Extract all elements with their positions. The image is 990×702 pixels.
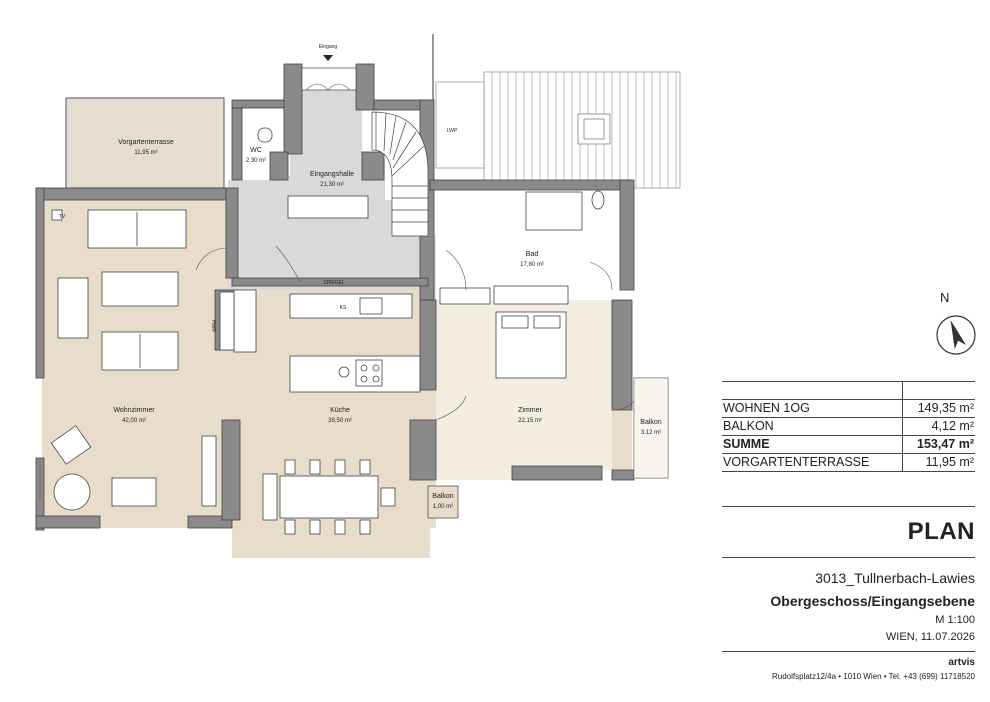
place-date: WIEN, 11.07.2026 — [885, 631, 975, 643]
area-row: VORGARTENTERRASSE 11,95 m² — [722, 454, 975, 472]
room-name-balkon-sued: Balkon — [432, 493, 454, 500]
bath-vanity — [493, 285, 569, 305]
company-address: Rudolfsplatz12/4a • 1010 Wien • Tel. +43… — [772, 672, 975, 681]
coffee-table — [101, 271, 179, 307]
divider — [722, 506, 975, 507]
area-table-header — [722, 381, 975, 400]
armchair-left — [57, 277, 89, 339]
room-area-eingangshalle: 21,30 m² — [320, 182, 344, 188]
room-name-kueche: Küche — [330, 407, 350, 414]
room-area-balkon-sued: 1,00 m² — [433, 504, 453, 510]
area-row: WOHNEN 1OG 149,35 m² — [722, 400, 975, 418]
north-label: N — [940, 290, 950, 305]
area-row-value: 149,35 m² — [902, 400, 975, 417]
room-area-kueche: 39,50 m² — [328, 418, 352, 424]
storage-units — [233, 289, 257, 353]
balcony-east — [633, 377, 669, 479]
shower — [525, 191, 583, 231]
project-name: 3013_Tullnerbach-Lawies — [815, 570, 975, 586]
level-name: Obergeschoss/Eingangsebene — [770, 593, 975, 609]
room-name-wc: WC — [250, 147, 262, 154]
area-row-value: 11,95 m² — [902, 454, 975, 471]
vorgartenterrasse-area — [65, 97, 225, 189]
room-area-bad: 17,80 m² — [520, 262, 544, 268]
area-row-label: BALKON — [723, 419, 774, 433]
floor-plan: Eingang — [35, 34, 681, 558]
area-row-value: 4,12 m² — [902, 418, 975, 435]
scale-label: M 1:100 — [935, 614, 975, 626]
bathtub — [439, 287, 491, 305]
room-name-wohnzimmer: Wohnzimmer — [113, 407, 155, 414]
divider — [722, 557, 975, 558]
dining-table — [279, 475, 379, 519]
area-row-label: VORGARTENTERRASSE — [723, 455, 870, 469]
area-row-label: SUMME — [723, 437, 770, 451]
plan-title: PLAN — [907, 518, 975, 545]
walls — [35, 63, 635, 531]
area-row-value: 153,47 m² — [902, 436, 975, 453]
company-name: artvis — [948, 657, 975, 668]
room-labels: Vorgartenterrasse 11,95 m² WC 2,30 m² Ei… — [113, 139, 661, 510]
room-name-balkon-ost: Balkon — [640, 419, 662, 426]
room-area-vorgartenterrasse: 11,95 m² — [134, 150, 157, 156]
furniture — [50, 127, 605, 535]
entrance-label: Eingang — [319, 44, 338, 50]
divider — [722, 651, 975, 652]
lounge-chair — [50, 425, 92, 465]
staircase — [371, 111, 429, 237]
round-table — [53, 473, 91, 511]
room-area-wc: 2,30 m² — [246, 158, 266, 164]
sideboard — [201, 435, 217, 507]
mirror-label: SPIEGEL — [323, 280, 345, 286]
side-table — [111, 477, 157, 507]
area-row: BALKON 4,12 m² — [722, 418, 975, 436]
room-area-wohnzimmer: 42,00 m² — [122, 418, 146, 424]
area-row-label: WOHNEN 1OG — [723, 401, 810, 415]
hwr-label: HWR — [210, 320, 216, 332]
ks-label: KS — [340, 305, 347, 311]
wc-toilet — [257, 127, 273, 143]
kitchen-counter — [289, 293, 413, 319]
compass-icon — [936, 315, 976, 355]
area-row-total: SUMME 153,47 m² — [722, 436, 975, 454]
room-area-zimmer: 22,15 m² — [518, 418, 542, 424]
entrance: Eingang — [301, 44, 357, 91]
lwp-label: LWP — [447, 128, 458, 134]
tv-label: TV — [59, 214, 66, 220]
entrance-arrow-icon — [323, 55, 333, 61]
bench — [287, 195, 369, 219]
room-name-bad: Bad — [526, 251, 539, 258]
kitchen-island — [289, 355, 421, 393]
roof-hatch — [432, 34, 681, 189]
room-name-zimmer: Zimmer — [518, 407, 542, 414]
room-area-balkon-ost: 3,12 m² — [641, 430, 661, 436]
room-name-eingangshalle: Eingangshalle — [310, 171, 354, 178]
room-name-vorgartenterrasse: Vorgartenterrasse — [118, 139, 174, 146]
balcony-south — [427, 485, 459, 519]
area-table: WOHNEN 1OG 149,35 m² BALKON 4,12 m² SUMM… — [722, 381, 975, 472]
